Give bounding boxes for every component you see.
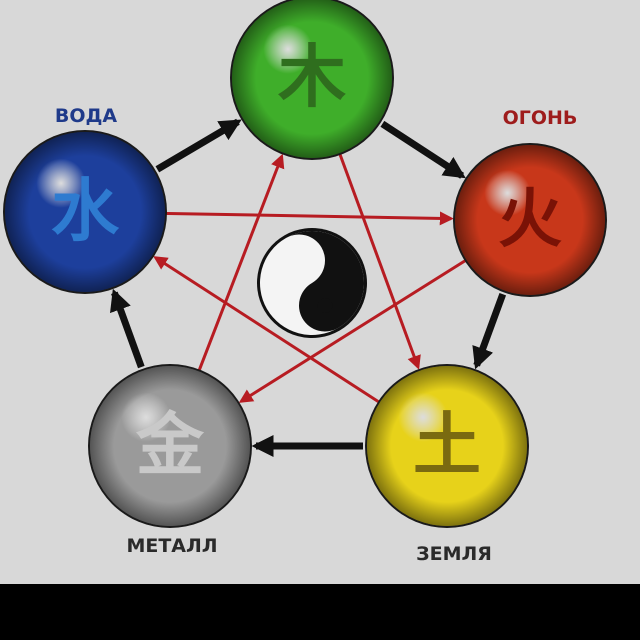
- generating-arrow-metal-water: [110, 288, 145, 369]
- element-node-metal: 金: [88, 364, 252, 528]
- controlling-arrow-water-fire: [160, 211, 454, 226]
- label-water: ВОДА: [55, 105, 118, 127]
- glyph-wood: 木: [278, 38, 346, 117]
- element-node-water: 水: [3, 130, 167, 294]
- label-fire: ОГОНЬ: [503, 107, 578, 129]
- controlling-arrow-earth-water: [153, 256, 384, 407]
- element-node-wood: 木: [230, 0, 394, 160]
- controlling-cycle: [153, 148, 471, 407]
- bottom-bar: [0, 584, 640, 640]
- label-metal: МЕТАЛЛ: [126, 535, 217, 557]
- generating-arrow-fire-earth: [472, 292, 507, 370]
- element-nodes: 木火土 金 水: [3, 0, 607, 528]
- controlling-arrow-wood-earth: [336, 148, 421, 370]
- glyph-water: 水: [51, 172, 120, 251]
- label-earth: ЗЕМЛЯ: [416, 543, 492, 565]
- glyph-metal: 金: [135, 406, 205, 485]
- glyph-fire: 火: [498, 183, 562, 257]
- controlling-arrow-fire-metal: [238, 256, 471, 403]
- controlling-arrow-metal-wood: [195, 153, 285, 376]
- glyph-earth: 土: [413, 406, 481, 485]
- diagram-canvas: 木火土 金 水 ОГОНЬ ЗЕМЛЯ МЕТАЛЛ ВОДА: [0, 0, 640, 584]
- element-labels: ОГОНЬ ЗЕМЛЯ МЕТАЛЛ ВОДА: [55, 105, 578, 565]
- element-node-fire: 火: [453, 143, 607, 297]
- element-node-earth: 土: [365, 364, 529, 528]
- generating-cycle: [110, 118, 507, 457]
- generating-arrow-water-wood: [155, 118, 242, 173]
- yin-yang-icon: [257, 228, 367, 338]
- generating-arrow-wood-fire: [380, 120, 466, 179]
